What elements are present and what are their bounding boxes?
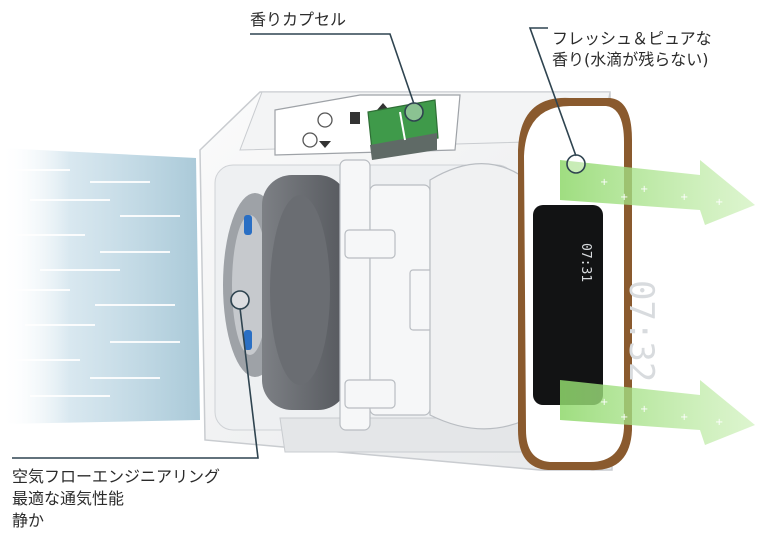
scent-capsule	[367, 99, 439, 160]
svg-text:+: +	[640, 404, 648, 415]
svg-text:+: +	[620, 412, 628, 423]
internal-frame	[339, 159, 526, 431]
callout-fresh-scent: フレッシュ＆ピュアな 香り(水滴が残らない)	[552, 28, 712, 70]
callout-air-line2: 最適な通気性能	[12, 489, 125, 508]
callout-lines	[12, 27, 586, 459]
callout-air-line1: 空気フローエンジニアリング	[12, 467, 221, 486]
svg-text:+: +	[600, 177, 608, 188]
svg-text:+: +	[680, 192, 688, 203]
clock-small-time: 07:31	[578, 243, 593, 282]
airflow-intake	[0, 148, 200, 424]
scent-flow-arrows: + + + + + + + + + +	[560, 160, 755, 445]
callout-airflow: 空気フローエンジニアリング 最適な通気性能 静か	[12, 466, 220, 532]
callout-fresh-line2: 香り(水滴が残らない)	[552, 50, 709, 69]
fan-assembly	[223, 175, 348, 410]
svg-text:+: +	[600, 397, 608, 408]
callout-air-line3: 静か	[12, 511, 45, 530]
callout-fresh-line1: フレッシュ＆ピュアな	[552, 29, 712, 48]
svg-text:+: +	[715, 197, 723, 208]
svg-text:+: +	[640, 184, 648, 195]
svg-text:+: +	[680, 412, 688, 423]
svg-text:+: +	[620, 192, 628, 203]
svg-text:+: +	[715, 417, 723, 428]
callout-scent-capsule: 香りカプセル	[250, 10, 346, 30]
callout-scent-capsule-text: 香りカプセル	[250, 10, 347, 29]
clock-large-time: 07:32	[621, 280, 661, 382]
